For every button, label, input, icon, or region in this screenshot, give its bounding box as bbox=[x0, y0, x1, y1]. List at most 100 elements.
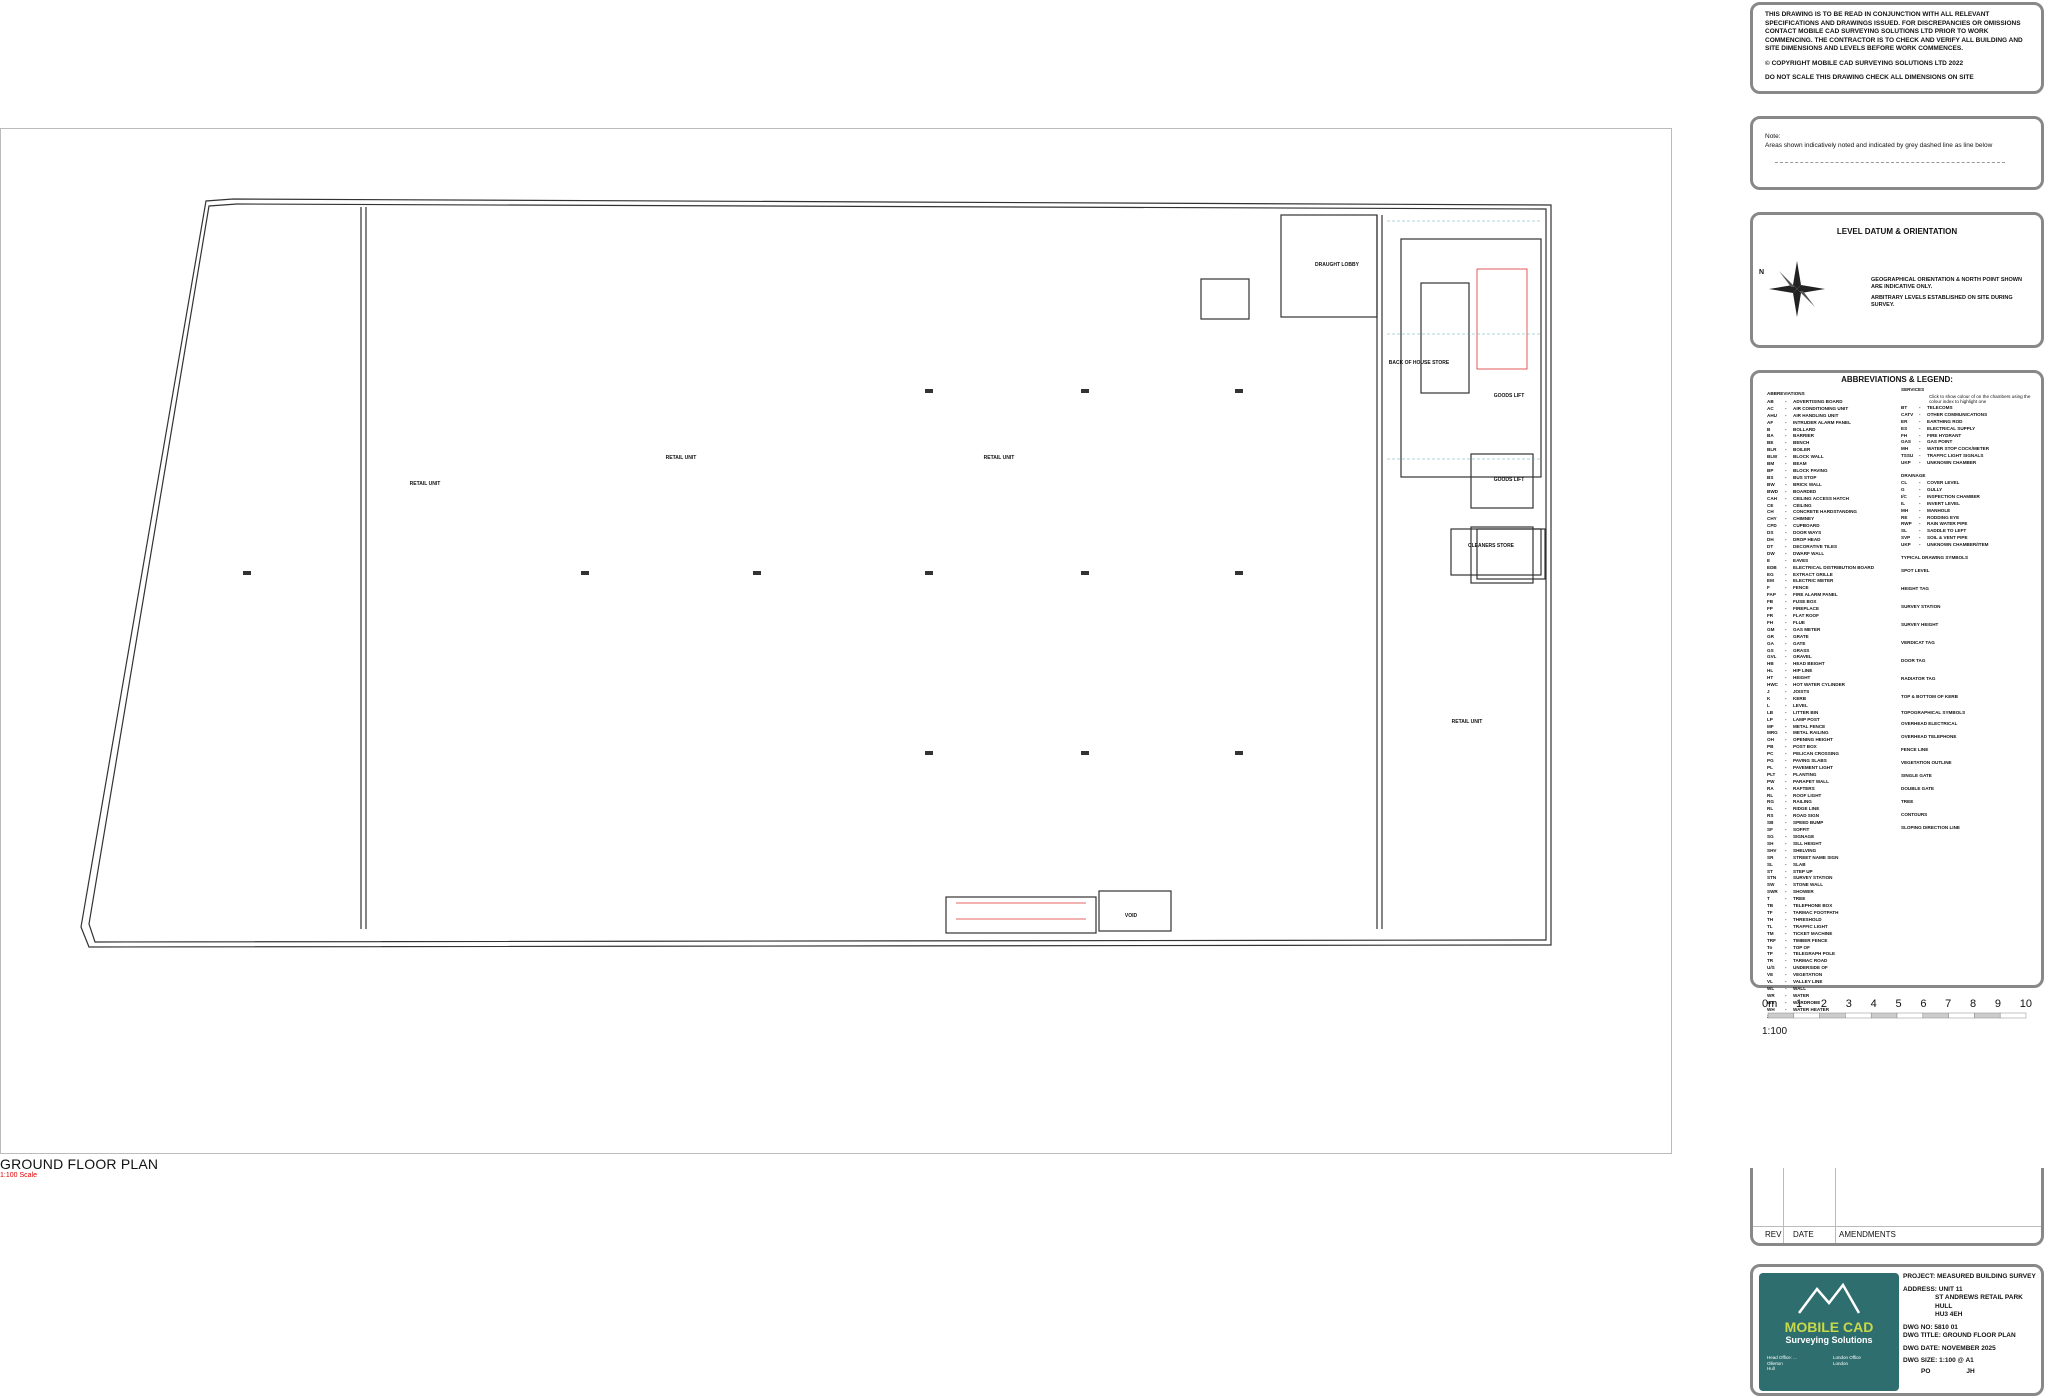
address-line: HULL bbox=[1935, 1302, 1953, 1310]
topo-symbol-row: CONTOURS bbox=[1901, 811, 1928, 817]
office-line: Hull bbox=[1767, 1366, 1775, 1371]
abbr-key: GS bbox=[1767, 647, 1774, 653]
abbr-key: RG bbox=[1767, 799, 1774, 805]
note-line: THIS DRAWING IS TO BE READ IN CONJUNCTIO… bbox=[1765, 11, 1990, 18]
abbr-row: CAH-CEILING ACCESS HATCH bbox=[1767, 496, 1917, 503]
abbr-dash: - bbox=[1785, 937, 1787, 943]
abbr-value: FUSE BOX bbox=[1793, 599, 1817, 605]
service-row: BT-TELECOMS bbox=[1901, 405, 2039, 412]
abbr-key: MRG bbox=[1767, 730, 1778, 736]
abbr-value: RAILING bbox=[1793, 799, 1812, 805]
abbr-row: LP-LAMP POST bbox=[1767, 717, 1917, 724]
abbr-key: F bbox=[1767, 585, 1770, 591]
logo-mark-icon bbox=[1798, 1282, 1861, 1314]
abbr-dash: - bbox=[1785, 702, 1787, 708]
abbr-value: WALL bbox=[1793, 985, 1807, 991]
outer-wall bbox=[80, 198, 1552, 948]
abbr-key: HWC bbox=[1767, 682, 1778, 688]
abbr-key: OH bbox=[1767, 737, 1774, 743]
abbr-value: ELECTRICAL DISTRIBUTION BOARD bbox=[1793, 564, 1875, 570]
abbr-row: E-EAVES bbox=[1767, 558, 1917, 565]
abbr-row: DS-DOOR WAYS bbox=[1767, 530, 1917, 537]
abbr-value: FENCE bbox=[1793, 585, 1809, 591]
abbr-value: AIR HANDLING UNIT bbox=[1793, 412, 1839, 418]
abbr-value: SIGNAGE bbox=[1793, 834, 1815, 839]
abbr-value: PARAPET WALL bbox=[1793, 778, 1829, 784]
abbr-row: BWD-BOARDED bbox=[1767, 489, 1917, 496]
abbr-row: PW-PARAPET WALL bbox=[1767, 779, 1917, 786]
scale-tick-label: 1 bbox=[1796, 998, 1803, 1010]
abbr-dash: - bbox=[1785, 461, 1787, 467]
abbr-key: WH bbox=[1767, 1006, 1775, 1012]
abbr-value: GATE bbox=[1793, 640, 1806, 646]
abbr-dash: - bbox=[1785, 647, 1787, 653]
topo-symbol-row: SLOPING DIRECTION LINE bbox=[1901, 824, 1960, 830]
abbr-key: PLT bbox=[1767, 771, 1776, 777]
abbr-key: EG bbox=[1767, 571, 1774, 577]
abbr-key: I/C bbox=[1901, 493, 1907, 499]
abbr-key: BLR bbox=[1767, 447, 1777, 453]
abbr-value: VEGETATION bbox=[1793, 972, 1823, 978]
abbr-key: AHU bbox=[1767, 412, 1777, 418]
abbr-row: FR-FLAT ROOF bbox=[1767, 613, 1917, 620]
abbr-value: THRESHOLD bbox=[1793, 916, 1822, 922]
abbr-row: DT-DECORATIVE TILES bbox=[1767, 544, 1917, 551]
stair-red-outline bbox=[1476, 268, 1528, 370]
abbr-dash: - bbox=[1919, 479, 1921, 485]
abbr-key: CATV bbox=[1901, 411, 1914, 417]
abbr-dash: - bbox=[1785, 433, 1787, 439]
floor-plan: RETAIL UNIT RETAIL UNIT RETAIL UNIT RETA… bbox=[80, 198, 1552, 948]
abbr-dash: - bbox=[1919, 486, 1921, 492]
abbr-value: STEP UP bbox=[1793, 868, 1813, 874]
abbr-key: ES bbox=[1901, 425, 1908, 431]
abbr-dash: - bbox=[1785, 868, 1787, 874]
typical-symbol-row: TOP & BOTTOM OF KERB bbox=[1901, 693, 1958, 699]
abbr-value: BLOCK WALL bbox=[1793, 454, 1824, 460]
abbr-key: TSSU bbox=[1901, 453, 1914, 459]
abbr-row: FB-FUSE BOX bbox=[1767, 599, 1917, 606]
abbr-value: WATER HEATER bbox=[1793, 1006, 1830, 1012]
topo-symbol-row: OVERHEAD TELEPHONE bbox=[1901, 733, 1957, 739]
abbr-heading: ABBREVIATIONS bbox=[1767, 391, 1805, 396]
abbr-key: TF bbox=[1767, 909, 1773, 915]
abbr-value: SPEED BUMP bbox=[1793, 820, 1824, 826]
abbr-key: BE bbox=[1767, 440, 1774, 446]
abbr-row: F-FENCE bbox=[1767, 585, 1917, 592]
project-label: PROJECT: bbox=[1903, 1273, 1936, 1280]
abbr-key: ER bbox=[1901, 418, 1908, 424]
abbr-row: WL-WALL bbox=[1767, 986, 1917, 993]
abbr-key: RL bbox=[1767, 806, 1774, 812]
abbr-dash: - bbox=[1785, 909, 1787, 915]
abbr-value: AIR CONDITIONING UNIT bbox=[1793, 405, 1849, 411]
abbr-key: BM bbox=[1767, 461, 1775, 467]
abbr-key: SWR bbox=[1767, 889, 1778, 895]
scale-segment bbox=[1767, 1012, 1795, 1019]
abbr-key: FB bbox=[1767, 599, 1774, 605]
abbr-value: RODDING EYE bbox=[1927, 514, 1960, 520]
abbr-key: SH bbox=[1767, 840, 1774, 846]
abbr-dash: - bbox=[1785, 889, 1787, 895]
abbr-row: FAP-FIRE ALARM PANEL bbox=[1767, 592, 1917, 599]
legend-panel: ABBREVIATIONS & LEGEND: ABBREVIATIONS AB… bbox=[1750, 370, 2044, 1019]
abbr-row: GM-GAS METER bbox=[1767, 627, 1917, 634]
abbr-key: MH bbox=[1901, 446, 1909, 452]
abbr-dash: - bbox=[1919, 418, 1921, 424]
typical-symbol-row: RADIATOR TAG bbox=[1901, 675, 1936, 681]
abbr-value: EARTHING ROD bbox=[1927, 418, 1963, 424]
note-line: COMMENCING. THE CONTRACTOR IS TO CHECK A… bbox=[1765, 36, 2023, 44]
abbr-key: TL bbox=[1767, 923, 1773, 929]
abbr-row: GR-GRATE bbox=[1767, 634, 1917, 641]
abbr-dash: - bbox=[1785, 550, 1787, 556]
abbr-value: CEILING bbox=[1793, 502, 1812, 508]
inner-wall bbox=[88, 203, 1547, 943]
service-row: UKP-UNKNOWN CHAMBER bbox=[1901, 460, 2039, 467]
symbol-column: SERVICES Click to show colour of on the … bbox=[1901, 387, 2039, 834]
abbr-key: CH bbox=[1767, 509, 1774, 515]
abbr-row: To-TOP OF bbox=[1767, 945, 1917, 952]
abbr-value: EXTRACT GRILLE bbox=[1793, 571, 1833, 577]
abbr-dash: - bbox=[1785, 682, 1787, 688]
abbr-value: CONCRETE HARDSTANDING bbox=[1793, 509, 1857, 515]
abbr-key: DH bbox=[1767, 537, 1774, 543]
abbr-row: SW-STONE WALL bbox=[1767, 882, 1917, 889]
abbr-value: MANHOLE bbox=[1927, 507, 1951, 513]
